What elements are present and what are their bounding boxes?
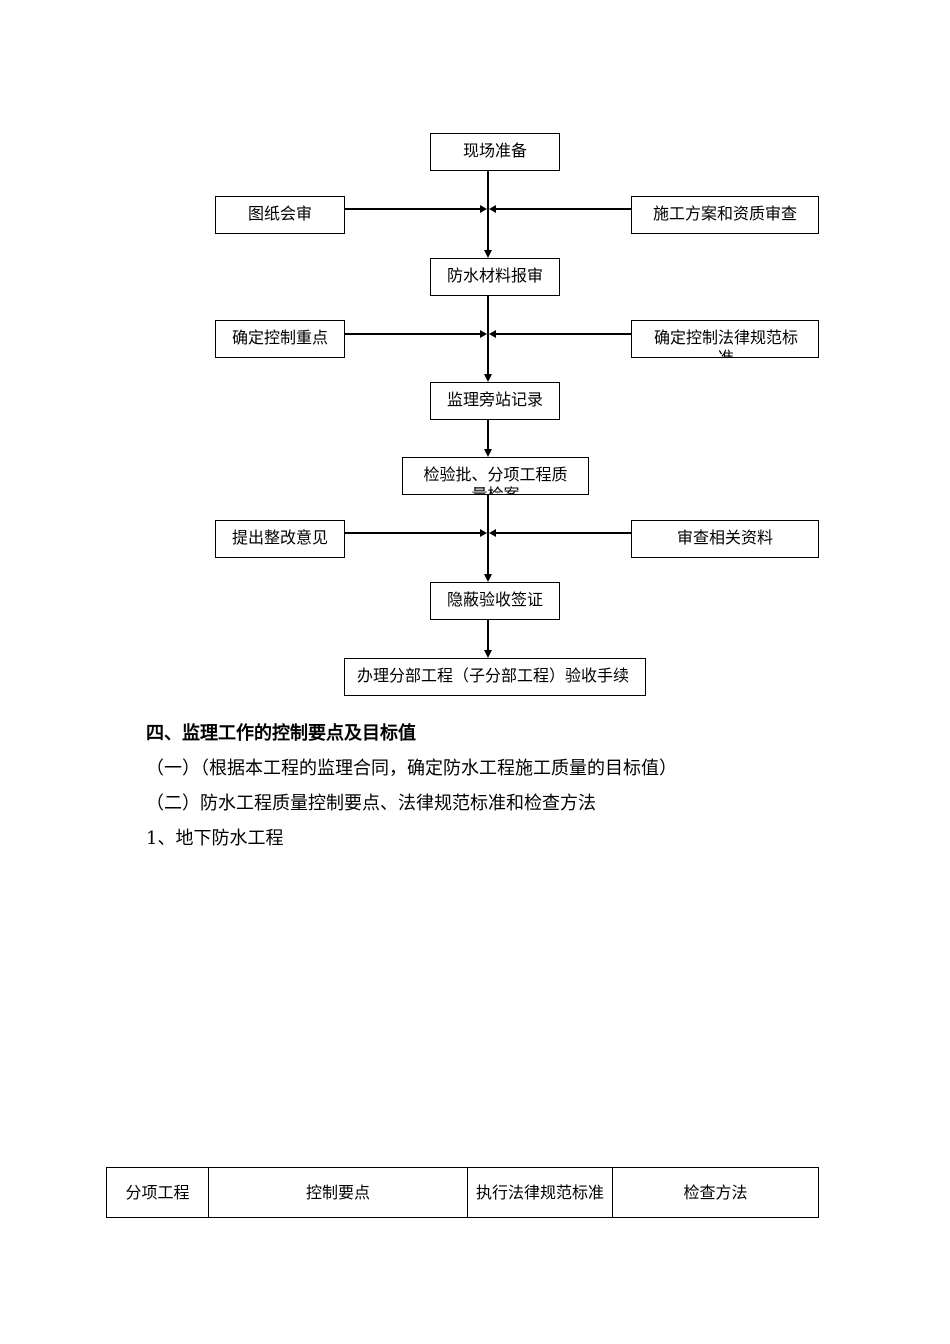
section-heading: 四、监理工作的控制要点及目标值	[146, 723, 416, 744]
flow-arrow	[480, 330, 487, 338]
table-header-row: 分项工程 控制要点 执行法律规范标准 检查方法	[106, 1167, 819, 1218]
flow-step-acceptance-procedures: 办理分部工程（子分部工程）验收手续	[344, 658, 646, 696]
table-header-cell: 分项工程	[106, 1167, 209, 1218]
flow-step-rectification: 提出整改意见	[215, 520, 345, 558]
flow-arrow	[489, 529, 496, 537]
flow-connector	[487, 171, 489, 251]
flow-arrow	[484, 374, 492, 382]
spec-table: 分项工程 控制要点 执行法律规范标准 检查方法	[106, 1167, 819, 1218]
flow-connector	[496, 532, 631, 534]
flow-arrow	[480, 205, 487, 213]
flow-connector	[496, 333, 631, 335]
flow-arrow	[484, 574, 492, 582]
flow-connector	[487, 620, 489, 651]
flow-step-concealed-acceptance: 隐蔽验收签证	[430, 582, 560, 620]
flow-connector	[487, 495, 489, 575]
flow-connector	[345, 333, 481, 335]
table-header-cell: 执行法律规范标准	[467, 1167, 613, 1218]
flow-arrow	[480, 529, 487, 537]
flow-connector	[487, 420, 489, 450]
flow-arrow	[484, 250, 492, 258]
flow-connector	[345, 208, 481, 210]
flow-step-inspection-batch: 检验批、分项工程质量检案	[402, 457, 589, 495]
flow-arrow	[484, 650, 492, 658]
flow-step-supervision-record: 监理旁站记录	[430, 382, 560, 420]
flow-arrow	[489, 330, 496, 338]
flow-step-material-review: 防水材料报审	[430, 258, 560, 296]
flow-connector	[496, 208, 631, 210]
flow-step-site-prep: 现场准备	[430, 133, 560, 171]
flow-connector	[487, 296, 489, 375]
paragraph-item-1: （一）（根据本工程的监理合同，确定防水工程施工质量的目标值）	[146, 758, 677, 779]
paragraph-item-2: （二）防水工程质量控制要点、法律规范标准和检查方法	[146, 793, 596, 814]
flow-connector	[345, 532, 481, 534]
flow-arrow	[489, 205, 496, 213]
flow-step-standards: 确定控制法律规范标准	[631, 320, 819, 358]
table-header-cell: 检查方法	[612, 1167, 819, 1218]
flow-step-drawing-review: 图纸会审	[215, 196, 345, 234]
subsection-heading: 1、地下防水工程	[146, 828, 284, 849]
flow-arrow	[484, 449, 492, 457]
table-header-cell: 控制要点	[208, 1167, 468, 1218]
flow-step-control-points: 确定控制重点	[215, 320, 345, 358]
flow-step-plan-review: 施工方案和资质审查	[631, 196, 819, 234]
flow-step-review-docs: 审查相关资料	[631, 520, 819, 558]
